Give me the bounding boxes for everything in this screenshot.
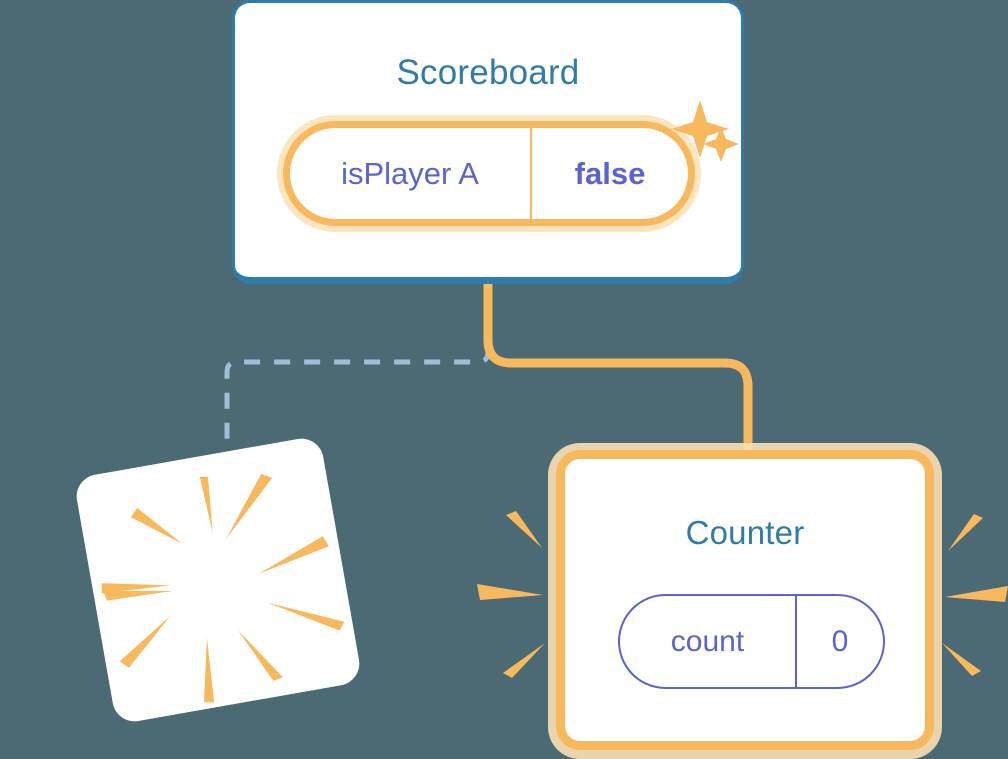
counter-state-pill[interactable]: count 0 <box>618 594 885 689</box>
state-value-label: 0 <box>795 596 883 687</box>
scoreboard-title: Scoreboard <box>396 53 580 92</box>
scoreboard-card[interactable]: Scoreboard isPlayer A false <box>232 0 744 284</box>
counter-card[interactable]: Counter count 0 <box>556 450 934 750</box>
state-key-label: count <box>670 624 745 658</box>
state-key-label: isPlayer A <box>341 155 479 191</box>
burst-icon <box>101 473 345 703</box>
blank-card[interactable] <box>73 435 363 725</box>
connector-scoreboard-to-counter <box>483 284 753 470</box>
scoreboard-state-pill[interactable]: isPlayer A false <box>277 115 701 232</box>
state-value-label: false <box>530 128 688 219</box>
counter-title: Counter <box>685 514 805 551</box>
